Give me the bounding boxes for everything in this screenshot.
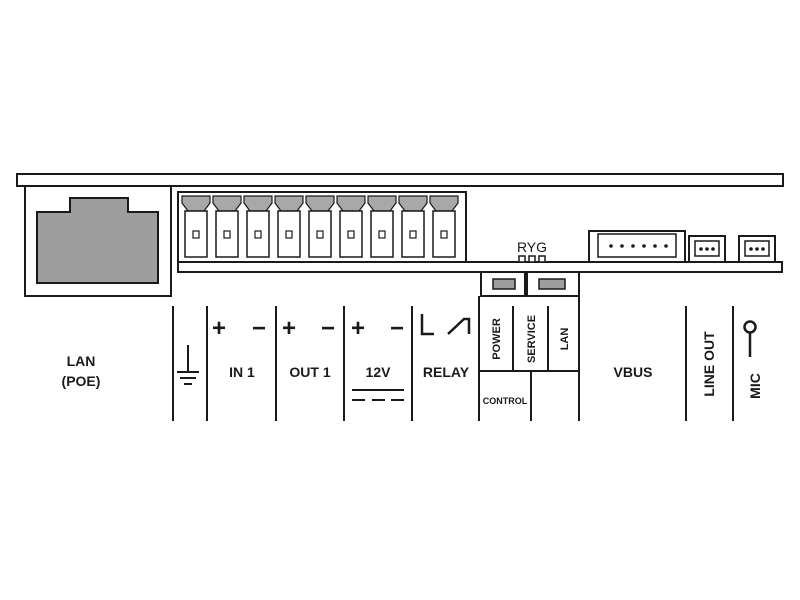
in1-plus: + xyxy=(212,315,226,342)
terminal-slots xyxy=(181,195,459,258)
terminal-slot xyxy=(212,195,242,258)
ryg-label: RYG xyxy=(517,239,547,255)
out1-label: OUT 1 xyxy=(289,364,330,380)
ground-icon xyxy=(177,345,199,385)
lan-led-label: LAN xyxy=(559,328,571,351)
terminal-slot xyxy=(181,195,211,258)
terminal-slot xyxy=(305,195,335,258)
lan-label: LAN xyxy=(67,353,96,369)
led-indicator-right xyxy=(538,278,566,290)
led-indicator-left xyxy=(492,278,516,290)
microphone-icon xyxy=(743,320,757,357)
out1-minus: − xyxy=(321,315,335,342)
v12-minus: − xyxy=(390,315,404,342)
relay-contact-icon xyxy=(420,314,471,336)
poe-label: (POE) xyxy=(62,373,101,389)
board-base-strip xyxy=(177,261,783,273)
terminal-slot xyxy=(367,195,397,258)
line-out-connector xyxy=(688,235,726,263)
vbus-label: VBUS xyxy=(614,364,653,380)
led-red-icon xyxy=(518,255,526,263)
terminal-slot xyxy=(274,195,304,258)
line-out-label: LINE OUT xyxy=(701,331,717,397)
power-label: POWER xyxy=(491,318,503,360)
mic-connector xyxy=(738,235,776,263)
section-dividers xyxy=(172,296,734,421)
v12-plus: + xyxy=(351,315,365,342)
service-label: SERVICE xyxy=(526,315,538,363)
mic-label: MIC xyxy=(747,373,763,399)
terminal-slot xyxy=(336,195,366,258)
out1-plus: + xyxy=(282,315,296,342)
in1-minus: − xyxy=(252,315,266,342)
v12-label: 12V xyxy=(366,364,392,380)
lan-port-socket xyxy=(36,197,159,284)
led-window-right xyxy=(526,271,580,297)
led-yellow-icon xyxy=(528,255,536,263)
in1-label: IN 1 xyxy=(229,364,255,380)
led-green-icon xyxy=(538,255,546,263)
terminal-slot xyxy=(398,195,428,258)
board-top-rail xyxy=(16,173,784,187)
control-label: CONTROL xyxy=(483,396,528,406)
terminal-slot xyxy=(429,195,459,258)
relay-label: RELAY xyxy=(423,364,470,380)
vbus-connector xyxy=(588,230,686,263)
terminal-slot xyxy=(243,195,273,258)
dc-symbol-icon xyxy=(352,389,404,401)
